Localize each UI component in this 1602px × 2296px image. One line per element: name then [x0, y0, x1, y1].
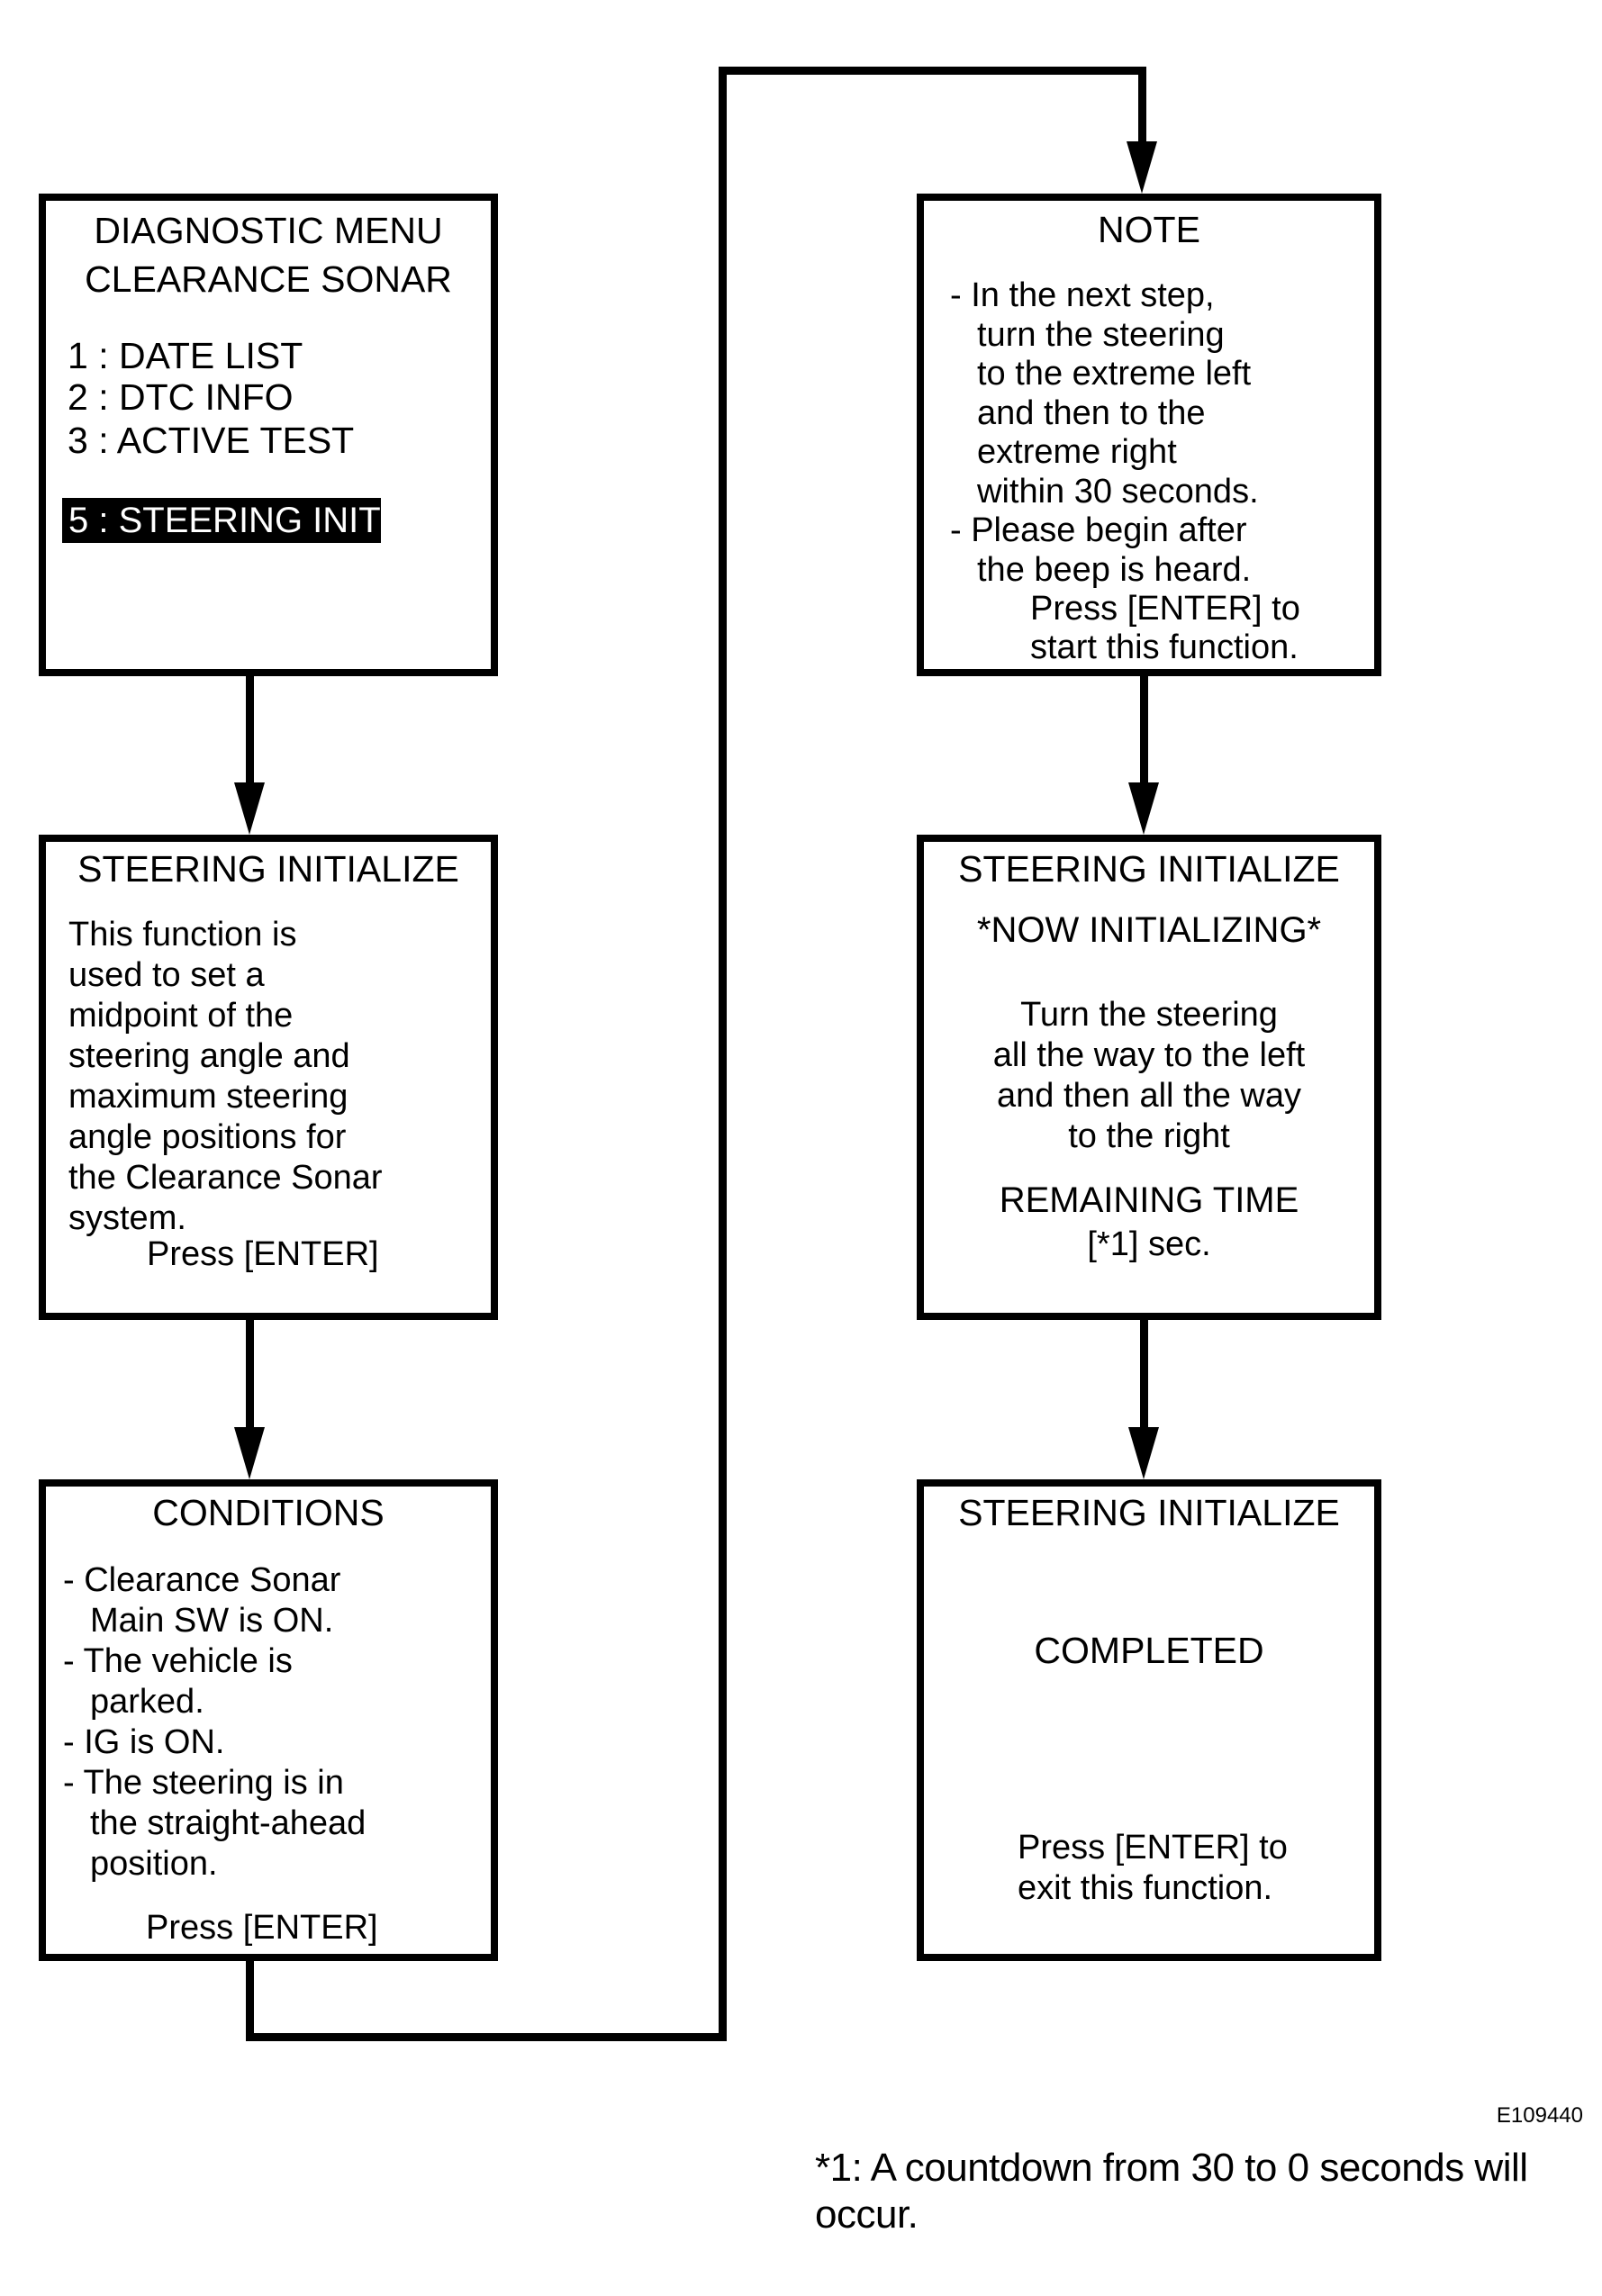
exit-action-line2: exit this function. — [1018, 1869, 1273, 1907]
completed-title: STEERING INITIALIZE — [958, 1492, 1340, 1533]
note-line: start this function. — [1030, 628, 1299, 666]
selected-menu-item-steering-init: 5 : STEERING INIT — [62, 498, 381, 543]
condition-line: - IG is ON. — [63, 1723, 225, 1761]
footnote: *1: A countdown from 30 to 0 seconds wil… — [815, 2145, 1528, 2238]
connector-note-arrow-head — [1127, 141, 1157, 194]
now-initializing-instruction: Turn the steering all the way to the lef… — [924, 995, 1374, 1157]
completed-status: COMPLETED — [1034, 1630, 1264, 1671]
steering-initialize-box: STEERING INITIALIZE This function is use… — [39, 835, 498, 1320]
arrow-note-to-nowinit-head — [1128, 782, 1159, 835]
body-line: This function is — [68, 916, 297, 954]
connector-conditions-down-line — [246, 1960, 254, 2041]
condition-line: position. — [90, 1845, 218, 1883]
note-line: to the extreme left — [977, 355, 1252, 393]
remaining-time-value: [*1] sec. — [1087, 1225, 1211, 1263]
note-line: within 30 seconds. — [977, 473, 1259, 511]
instruction-line: to the right — [1068, 1117, 1230, 1155]
now-initializing-status: *NOW INITIALIZING* — [976, 910, 1322, 950]
note-box: NOTE - In the next step, turn the steeri… — [917, 194, 1381, 676]
exit-action-line1: Press [ENTER] to — [1018, 1829, 1288, 1867]
connector-bottom-horizontal-line — [246, 2033, 727, 2041]
conditions-box: CONDITIONS - Clearance Sonar Main SW is … — [39, 1479, 498, 1961]
condition-line: - The steering is in — [63, 1764, 344, 1802]
press-enter-action: Press [ENTER] — [146, 1909, 378, 1947]
note-line: turn the steering — [977, 316, 1225, 354]
connector-top-horizontal-line — [719, 67, 1146, 75]
arrow-init-to-conditions-line — [246, 1319, 254, 1428]
connector-note-down-line — [1138, 67, 1146, 144]
press-enter-action: Press [ENTER] — [147, 1235, 379, 1273]
arrow-menu-to-init-head — [234, 782, 265, 835]
arrow-note-to-nowinit-line — [1140, 675, 1148, 784]
conditions-title: CONDITIONS — [152, 1492, 385, 1533]
menu-item-date-list: 1 : DATE LIST — [68, 335, 303, 376]
note-line: Press [ENTER] to — [1030, 590, 1300, 628]
note-line: - Please begin after — [950, 511, 1247, 549]
footnote-line2: occur. — [815, 2192, 919, 2237]
condition-line: the straight-ahead — [90, 1804, 367, 1842]
note-line: the beep is heard. — [977, 551, 1252, 589]
diagnostic-menu-box: DIAGNOSTIC MENU CLEARANCE SONAR 1 : DATE… — [39, 194, 498, 676]
arrow-nowinit-to-completed-line — [1140, 1319, 1148, 1428]
condition-line: - Clearance Sonar — [63, 1561, 341, 1599]
connector-middle-vertical-line — [719, 67, 727, 2041]
body-line: steering angle and — [68, 1037, 350, 1075]
steering-initialize-body: This function is used to set a midpoint … — [68, 915, 383, 1239]
instruction-line: and then all the way — [996, 1077, 1301, 1115]
menu-item-active-test: 3 : ACTIVE TEST — [68, 420, 355, 461]
condition-line: - The vehicle is — [63, 1642, 293, 1680]
condition-line: Main SW is ON. — [90, 1602, 334, 1640]
body-line: maximum steering — [68, 1078, 348, 1116]
note-title: NOTE — [1098, 209, 1200, 250]
menu-item-dtc-info: 2 : DTC INFO — [68, 376, 294, 418]
completed-box: STEERING INITIALIZE COMPLETED Press [ENT… — [917, 1479, 1381, 1961]
instruction-line: all the way to the left — [992, 1036, 1306, 1074]
instruction-line: Turn the steering — [1020, 996, 1278, 1034]
footnote-line1: *1: A countdown from 30 to 0 seconds wil… — [815, 2146, 1528, 2190]
note-line: and then to the — [977, 394, 1206, 432]
body-line: angle positions for — [68, 1118, 347, 1156]
note-line: extreme right — [977, 433, 1177, 471]
body-line: system. — [68, 1199, 186, 1237]
arrow-init-to-conditions-head — [234, 1427, 265, 1479]
body-line: the Clearance Sonar — [68, 1159, 383, 1197]
arrow-menu-to-init-line — [246, 675, 254, 783]
condition-line: parked. — [90, 1683, 204, 1721]
now-initializing-box: STEERING INITIALIZE *NOW INITIALIZING* T… — [917, 835, 1381, 1320]
arrow-nowinit-to-completed-head — [1128, 1427, 1159, 1479]
figure-code: E109440 — [1496, 2103, 1583, 2128]
body-line: midpoint of the — [68, 997, 294, 1035]
now-initializing-title: STEERING INITIALIZE — [958, 848, 1340, 890]
menu-title-line1: DIAGNOSTIC MENU — [94, 210, 443, 251]
body-line: used to set a — [68, 956, 265, 994]
steering-initialize-title: STEERING INITIALIZE — [77, 848, 459, 890]
menu-title-line2: CLEARANCE SONAR — [85, 258, 452, 300]
remaining-time-label: REMAINING TIME — [999, 1180, 1299, 1220]
note-line: - In the next step, — [950, 276, 1215, 314]
